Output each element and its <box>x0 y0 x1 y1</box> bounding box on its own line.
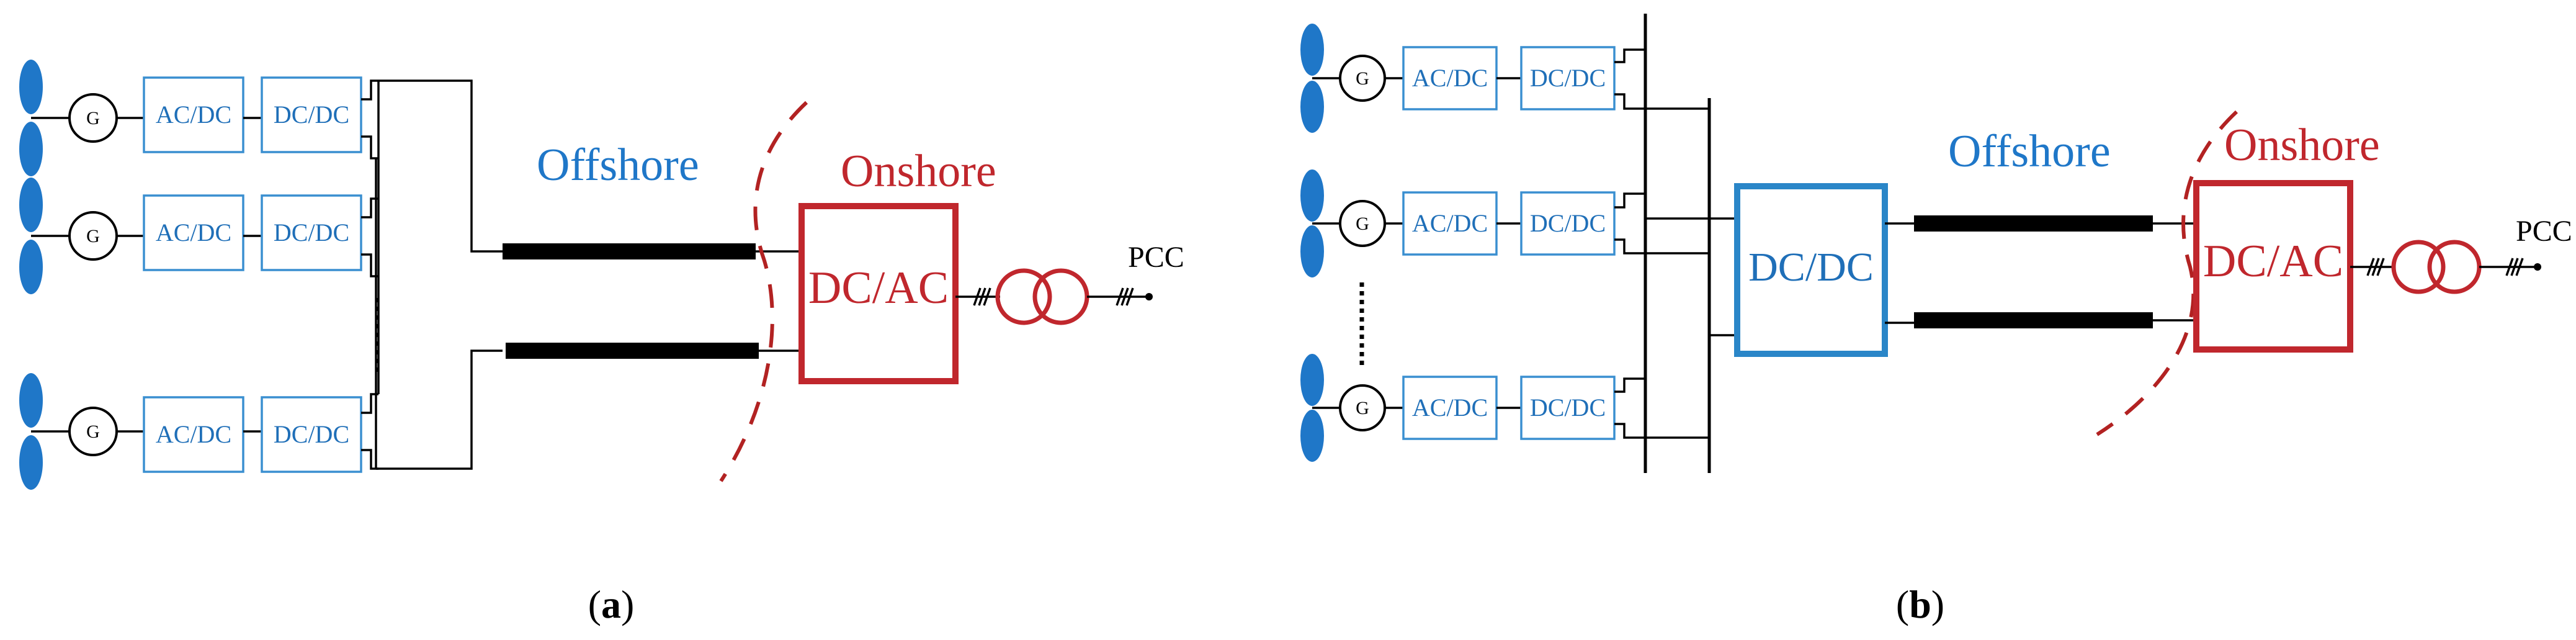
generator-b2: G <box>1339 200 1386 247</box>
generator-label: G <box>1356 68 1369 89</box>
pcc-node <box>1145 293 1153 300</box>
turbine-row-b3: G AC/DC DC/DC <box>1300 354 1616 462</box>
panel-a: G AC/DC DC/DC G <box>19 60 1184 626</box>
generator-label: G <box>86 421 100 442</box>
dc-dc-converter-b2: DC/DC <box>1520 191 1616 256</box>
ac-dc-label: AC/DC <box>1412 394 1488 421</box>
dc-dc-label: DC/DC <box>1530 209 1606 237</box>
wind-turbine-icon <box>19 178 43 294</box>
generator-label: G <box>86 108 100 128</box>
generator-b3: G <box>1339 384 1386 431</box>
dc-collector-wiring-a <box>361 79 503 470</box>
wind-turbine-icon <box>1300 354 1324 462</box>
ac-dc-label: AC/DC <box>1412 209 1488 237</box>
dc-dc-converter-b3: DC/DC <box>1520 376 1616 440</box>
panel-letter: a <box>601 582 621 626</box>
generator-label: G <box>1356 398 1369 418</box>
transformer-icon <box>995 268 1052 325</box>
ac-dc-label: AC/DC <box>156 101 231 128</box>
ac-dc-converter-b2: AC/DC <box>1402 191 1498 256</box>
transformer-icon <box>2391 240 2446 294</box>
ac-dc-label: AC/DC <box>1412 64 1488 92</box>
ac-dc-converter-b3: AC/DC <box>1402 376 1498 440</box>
wind-turbine-icon <box>19 60 43 176</box>
offshore-dc-dc-label: DC/DC <box>1748 245 1874 290</box>
panel-caption-b: (b) <box>1896 582 1944 626</box>
turbine-row-b1: G AC/DC DC/DC <box>1300 24 1616 133</box>
panel-caption-a: (a) <box>588 582 635 626</box>
offshore-label: Offshore <box>537 140 699 191</box>
dc-dc-label: DC/DC <box>1530 394 1606 421</box>
turbine-row-a2: G AC/DC DC/DC <box>19 178 362 294</box>
dc-dc-label: DC/DC <box>1530 64 1606 92</box>
pcc-label: PCC <box>2516 215 2572 248</box>
ac-dc-converter-a3: AC/DC <box>143 396 244 473</box>
ac-dc-converter-a2: AC/DC <box>143 194 244 271</box>
ac-dc-label: AC/DC <box>156 420 231 448</box>
generator-a1: G <box>68 93 118 143</box>
generator-label: G <box>86 226 100 246</box>
offshore-label: Offshore <box>1948 126 2111 177</box>
turbine-row-b2: G AC/DC DC/DC <box>1300 169 1616 277</box>
dc-dc-label: DC/DC <box>274 101 349 128</box>
pcc-label: PCC <box>1128 241 1184 274</box>
onshore-label: Onshore <box>2224 120 2380 171</box>
offshore-dc-dc-station: DC/DC <box>1734 183 1888 357</box>
shoreline-boundary <box>719 101 808 482</box>
onshore-converter-a: DC/AC <box>798 203 959 384</box>
onshore-converter-b: DC/AC <box>2193 180 2353 353</box>
ac-dc-label: AC/DC <box>156 219 231 246</box>
dc-dc-converter-a3: DC/DC <box>261 396 362 473</box>
wind-turbine-icon <box>19 373 43 490</box>
pcc-node <box>2534 263 2541 271</box>
generator-a2: G <box>68 211 118 261</box>
wind-turbine-icon <box>1300 24 1324 133</box>
panel-b: G AC/DC DC/DC G <box>1300 14 2572 626</box>
dc-ac-label: DC/AC <box>2203 236 2343 287</box>
ac-dc-converter-a1: AC/DC <box>143 76 244 153</box>
onshore-label: Onshore <box>841 146 996 197</box>
dc-collector-wiring-b <box>1614 14 1737 473</box>
generator-a3: G <box>68 407 118 456</box>
transformer-b <box>2350 240 2541 294</box>
generator-label: G <box>1356 214 1369 234</box>
dc-dc-label: DC/DC <box>274 219 349 246</box>
dc-dc-converter-b1: DC/DC <box>1520 46 1616 110</box>
ac-dc-converter-b1: AC/DC <box>1402 46 1498 110</box>
generator-b1: G <box>1339 55 1386 102</box>
dc-dc-label: DC/DC <box>274 420 349 448</box>
dc-dc-converter-a1: DC/DC <box>261 76 362 153</box>
shoreline-boundary <box>2096 110 2238 436</box>
dc-dc-converter-a2: DC/DC <box>261 194 362 271</box>
dc-ac-label: DC/AC <box>808 263 949 313</box>
turbine-row-a3: G AC/DC DC/DC <box>19 373 362 490</box>
wind-turbine-icon <box>1300 169 1324 277</box>
transformer-a <box>955 268 1153 325</box>
panel-letter: b <box>1909 582 1931 626</box>
turbine-row-a1: G AC/DC DC/DC <box>19 60 362 176</box>
